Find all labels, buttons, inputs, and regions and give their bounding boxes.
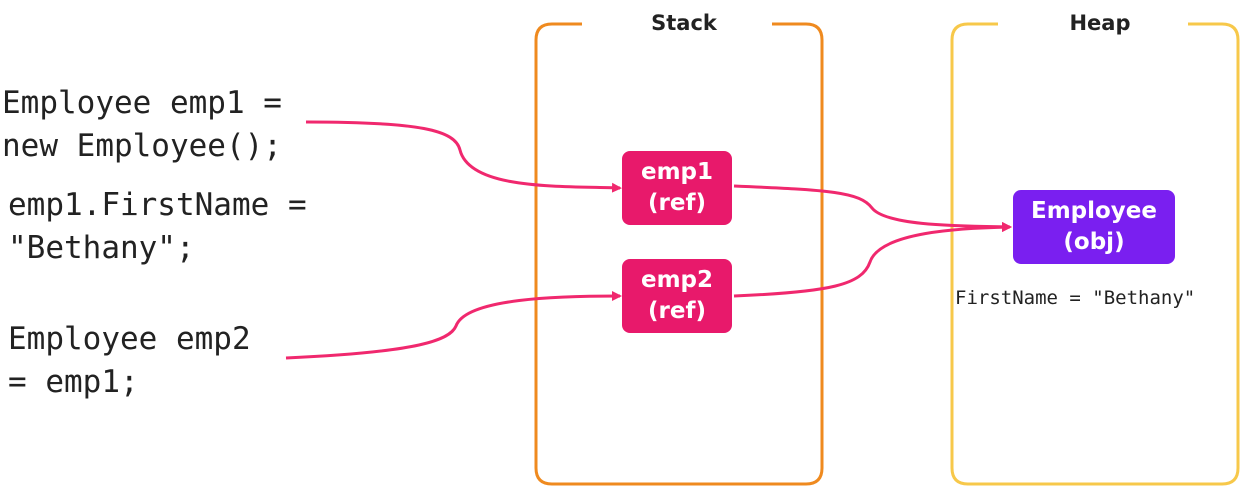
- code-line-new-employee: new Employee();: [2, 128, 282, 164]
- code-line-declare-emp1: Employee emp1 =: [2, 85, 282, 121]
- stack-region-border: [534, 22, 824, 486]
- employee-obj-kind: (obj): [1063, 229, 1125, 255]
- stack-title: Stack: [634, 11, 734, 35]
- employee-obj-name: Employee: [1030, 198, 1158, 224]
- emp1-ref-box: emp1 (ref): [622, 151, 732, 225]
- arrow-emp2-ref-to-obj: [733, 222, 1012, 298]
- emp2-ref-kind: (ref): [648, 298, 706, 324]
- emp2-ref-box: emp2 (ref): [622, 259, 732, 333]
- arrow-emp2-code-to-ref: [285, 291, 622, 360]
- heap-title: Heap: [1050, 11, 1150, 35]
- code-line-firstname-value: "Bethany";: [8, 230, 195, 266]
- code-line-assign-firstname: emp1.FirstName =: [8, 187, 307, 223]
- employee-firstname-property: FirstName = "Bethany": [955, 287, 1196, 309]
- emp2-ref-name: emp2: [640, 267, 714, 293]
- employee-obj-box: Employee (obj): [1013, 190, 1175, 264]
- arrow-emp1-ref-to-obj: [733, 184, 1012, 232]
- code-line-assign-emp2: = emp1;: [8, 364, 139, 400]
- code-line-declare-emp2: Employee emp2: [8, 321, 251, 357]
- heap-region-border: [950, 22, 1240, 486]
- emp1-ref-kind: (ref): [648, 190, 706, 216]
- emp1-ref-name: emp1: [640, 159, 714, 185]
- arrow-emp1-code-to-ref: [305, 120, 622, 193]
